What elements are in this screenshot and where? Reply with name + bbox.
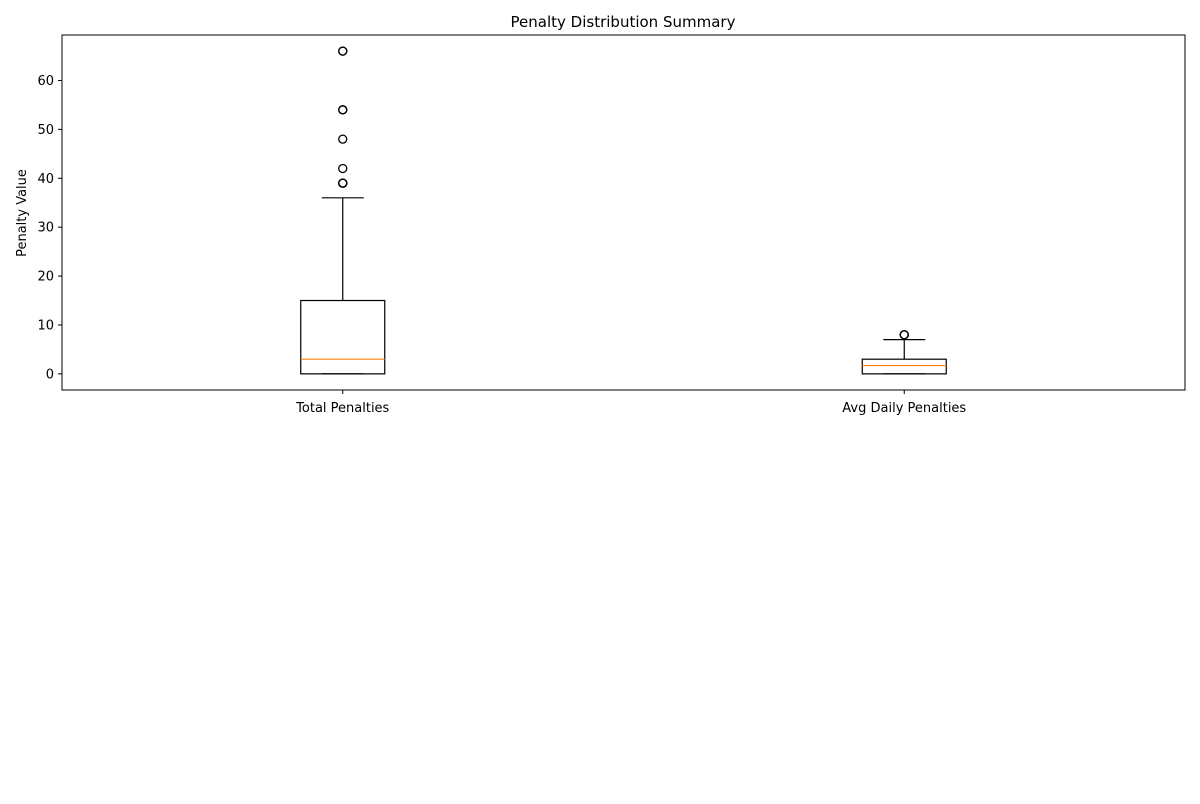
y-tick-label: 30 xyxy=(37,221,54,236)
chart-title: Penalty Distribution Summary xyxy=(511,13,736,31)
y-tick-label: 50 xyxy=(37,123,54,138)
outlier-point xyxy=(338,163,348,174)
y-tick-label: 20 xyxy=(37,270,54,285)
y-tick-label: 40 xyxy=(37,172,54,187)
y-tick-label: 10 xyxy=(37,318,54,333)
outlier-point xyxy=(338,46,348,56)
outlier-point xyxy=(899,330,909,340)
x-tick-label: Total Penalties xyxy=(295,401,389,416)
iqr-box xyxy=(861,358,947,375)
outlier-point xyxy=(338,178,348,188)
iqr-box xyxy=(300,299,386,375)
outlier-point xyxy=(338,134,348,144)
x-tick-label: Avg Daily Penalties xyxy=(842,401,966,416)
y-tick-label: 60 xyxy=(37,74,54,89)
y-axis-label: Penalty Value xyxy=(15,169,30,257)
axes-frame xyxy=(61,34,1186,391)
y-tick-label: 0 xyxy=(46,367,54,382)
outlier-point xyxy=(338,105,348,115)
